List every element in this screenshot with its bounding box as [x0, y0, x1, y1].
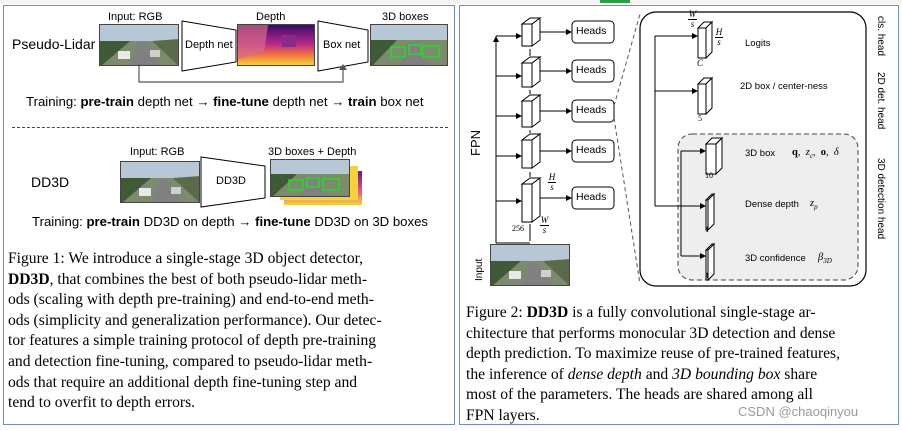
heads-5: Heads [576, 191, 607, 203]
pseudo-lidar-title: Pseudo-Lidar [12, 36, 96, 52]
box2d-label: 2D box / center-ness [740, 81, 828, 92]
divider [12, 127, 448, 128]
confidence-symbol: β3D [818, 252, 832, 266]
pl-feedback-arrow [138, 64, 347, 83]
heads-4: Heads [576, 144, 607, 156]
box3d-params: q, zc, o, δ [792, 147, 839, 161]
dense-depth-label: Dense depth [745, 199, 799, 210]
heads-1: Heads [576, 25, 607, 37]
dense-depth-symbol: zp [810, 198, 818, 212]
confidence-channels: 1 [705, 271, 709, 280]
pl-depth-map [237, 24, 315, 66]
cls-head-label: cls. head [875, 16, 886, 57]
dd3d-boxes-image [270, 159, 350, 197]
box3d-channels: 10 [705, 171, 713, 180]
figure-2-panel: FPN Input Heads Heads Heads Heads Heads … [459, 5, 899, 425]
pl-training-line: Training: pre-train depth net → fine-tun… [26, 94, 424, 109]
box2d-channels: 5 [698, 114, 702, 123]
logits-label: Logits [745, 38, 771, 49]
dense-depth-channels: 1 [705, 225, 709, 234]
pl-input-label: Input: RGB [108, 11, 163, 23]
top-strip [0, 0, 902, 4]
box-net-label: Box net [323, 39, 361, 51]
input-image [490, 244, 570, 286]
c-channels: C [697, 58, 704, 68]
dd3d-rgb-image [120, 161, 200, 203]
dd3d-net-label: DD3D [216, 175, 246, 187]
pl-boxes-image [370, 24, 448, 66]
depth-net-shape [181, 20, 237, 72]
figure-1-panel: Pseudo-Lidar Input: RGB Depth 3D boxes D… [3, 5, 455, 425]
heads-2: Heads [576, 64, 607, 76]
pl-boxes-label: 3D boxes [382, 11, 429, 23]
watermark: CSDN @chaoqinyou [738, 404, 859, 419]
dd3d-training-line: Training: pre-train DD3D on depth → fine… [32, 214, 429, 229]
figure-1-caption: Figure 1: We introduce a single-stage 3D… [8, 250, 382, 412]
heads-3: Heads [576, 104, 607, 116]
dd3d-input-label: Input: RGB [130, 146, 185, 158]
figure-2-caption: Figure 2: DD3D is a fully convolutional … [466, 304, 841, 424]
pl-rgb-image [99, 24, 179, 66]
depth-net-label: Depth net [185, 39, 233, 51]
pl-depth-label: Depth [256, 11, 286, 23]
box3d-label: 3D box [745, 148, 776, 159]
dd3d-title: DD3D [31, 174, 70, 190]
det2d-head-label: 2D det. head [875, 72, 886, 130]
fpn-label: FPN [468, 130, 483, 156]
det3d-head-label: 3D detection head [875, 158, 886, 240]
confidence-label: 3D confidence [745, 253, 806, 264]
fpn-channels: 256 [512, 224, 524, 233]
tab-accent [600, 0, 630, 3]
box-net-shape [317, 20, 369, 72]
architecture-diagram [493, 11, 867, 287]
dd3d-boxes-label: 3D boxes + Depth [268, 146, 357, 158]
input-label: Input [474, 258, 485, 281]
dd3d-net-shape [200, 156, 266, 208]
